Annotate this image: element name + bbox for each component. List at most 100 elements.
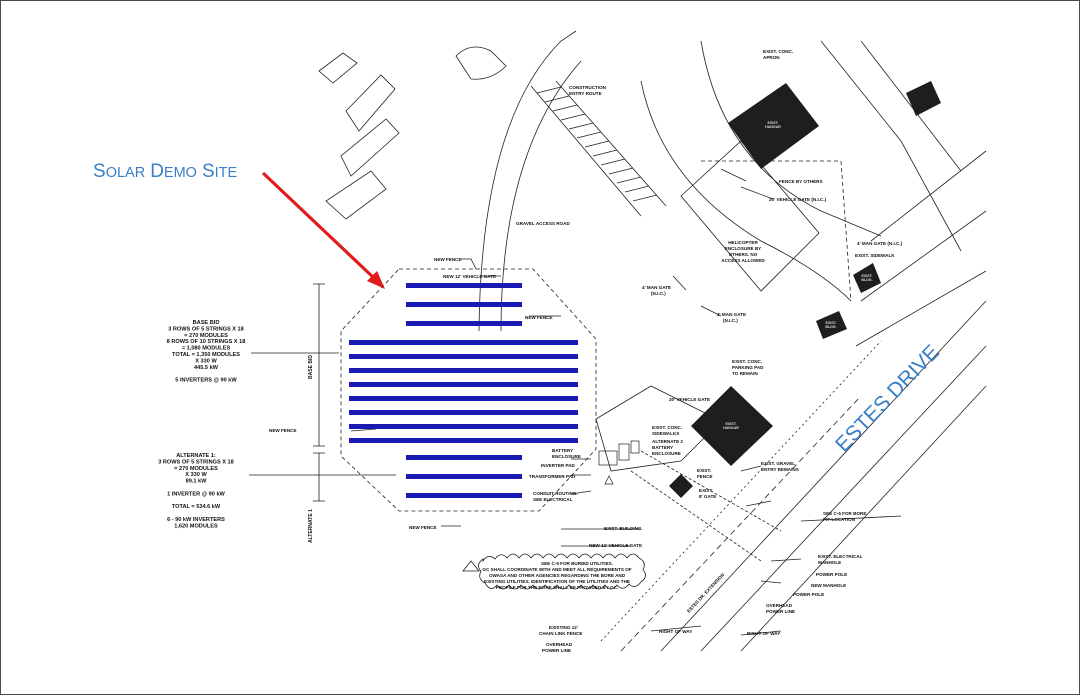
exist-bldg-a xyxy=(853,263,881,293)
dashed-fence xyxy=(701,160,852,302)
general-note-3: OWASA AND OTHER AGENCIES REGARDING THE B… xyxy=(489,573,626,578)
vehicle-gate-20-nic: 20' VEHICLE GATE (N.I.C.) xyxy=(769,197,827,202)
power-pole-b: POWER POLE xyxy=(793,592,824,597)
apron-edge xyxy=(700,40,882,237)
solar-array xyxy=(349,283,578,498)
exist-fence-2: FENCE xyxy=(697,474,713,479)
exist-parking-2: PARKING PAD xyxy=(732,365,764,370)
alt-battery-1: ALTERNATE 2 xyxy=(652,439,683,444)
parking-stalls xyxy=(536,86,658,202)
leaders xyxy=(740,465,902,584)
overhead-left-1: OVERHEAD xyxy=(546,642,573,647)
man-gate-nic-right: 4' MAN GATE (N.I.C.) xyxy=(857,241,903,246)
base-bid-line: = 1,080 MODULES xyxy=(182,346,231,352)
alternate-dimension xyxy=(313,452,325,502)
conduit-routing-1: CONDUIT ROUTING. xyxy=(533,491,578,496)
base-bid-line: BASE BID xyxy=(193,320,220,326)
array-fence xyxy=(340,268,597,512)
bldg-a-label-1: EXIST. xyxy=(862,274,873,278)
exist-manhole-1: EXIST. ELECTRICAL xyxy=(818,554,863,559)
man-gate-b-2: (N.I.C.) xyxy=(723,318,738,323)
leaders xyxy=(561,528,641,547)
solar-row-main xyxy=(349,340,578,345)
bldg-a-label-2: BLDG. xyxy=(861,278,872,282)
solar-row-alternate xyxy=(406,493,522,498)
alternate-line: ALTERNATE 1: xyxy=(176,453,216,459)
battery-enclosure-2: ENCLOSURE xyxy=(552,454,581,459)
new-fence-left: NEW FENCE xyxy=(269,428,297,433)
hangar-top-label-1: EXIST. xyxy=(768,121,779,125)
right-of-way-b: RIGHT OF WAY xyxy=(747,631,780,636)
overhead-left-2: POWER LINE xyxy=(542,648,571,653)
new-fence-top: NEW FENCE xyxy=(434,257,462,262)
solar-row-upper xyxy=(406,302,522,307)
exist-apron-2: APRON xyxy=(763,55,780,60)
exist-apron-1: EXIST. CONC. xyxy=(763,49,793,54)
leaders xyxy=(570,458,592,495)
exist-sidewalk-top: EXIST. SIDEWALK xyxy=(855,253,895,258)
power-pole-a: POWER POLE xyxy=(816,572,847,577)
arrow-shaft xyxy=(261,171,377,281)
solar-row-alternate xyxy=(406,474,522,479)
solar-row-alternate xyxy=(406,455,522,460)
base-bid-line: 3 ROWS OF 5 STRINGS X 18 xyxy=(168,326,244,332)
base-bid-line: = 270 MODULES xyxy=(184,333,228,339)
exist-gravel-1: EXIST. GRAVEL xyxy=(761,461,795,466)
chain-link-1: EXISTING 12' xyxy=(549,625,578,630)
pole-marker-icon xyxy=(604,475,614,485)
parcel-outline xyxy=(325,170,387,220)
bore-note-1: SEE C-5 FOR BORE xyxy=(823,511,866,516)
exist-gate-1: EXIST. xyxy=(699,488,713,493)
solar-row-main xyxy=(349,410,578,415)
exist-parking-1: EXIST. CONC. xyxy=(732,359,762,364)
exist-sidewalk-mid-1: EXIST. CONC. xyxy=(652,425,682,430)
leaders xyxy=(350,258,561,432)
road-edge xyxy=(660,300,987,652)
estes-drive-label: ESTES DRIVE xyxy=(831,341,944,457)
access-road-edge xyxy=(478,30,577,332)
right-of-way-a: RIGHT OF WAY xyxy=(659,629,692,634)
property-line xyxy=(855,150,987,347)
solar-row-main xyxy=(349,354,578,359)
conduit-route xyxy=(630,450,782,562)
vehicle-gate-20: 20' VEHICLE GATE xyxy=(669,397,710,402)
solar-row-main xyxy=(349,424,578,429)
conduit-routing-2: SEE ELECTRICAL xyxy=(533,497,573,502)
transformer-pad-label: TRANSFORMER PAD xyxy=(529,474,576,479)
battery-enclosure-1: BATTERY xyxy=(552,448,573,453)
tree-line-cloud xyxy=(478,553,646,590)
parcel-outline xyxy=(318,52,358,84)
general-note-2: GC SHALL COORDINATE WITH AND MEET ALL RE… xyxy=(482,567,631,572)
base-bid-line: X 330 W xyxy=(195,358,217,364)
overhead-right-2: POWER LINE xyxy=(766,609,795,614)
exist-hangar-top xyxy=(728,83,819,169)
alternate-side-label: ALTERNATE 1 xyxy=(308,509,314,543)
alternate-line: 1 INVERTER @ 90 kW xyxy=(167,491,225,497)
solar-row-main xyxy=(349,382,578,387)
man-gate-b-1: 4' MAN GATE xyxy=(717,312,746,317)
helicopter-4: ACCESS ALLOWED xyxy=(721,258,765,263)
boundary-line xyxy=(860,40,962,172)
solar-row-upper xyxy=(406,283,522,288)
vehicle-gate-top: NEW 12' VEHICLE GATE xyxy=(443,274,496,279)
helicopter-1: HELICOPTER xyxy=(728,240,758,245)
bore-note-2: PIT LOCATION xyxy=(823,517,856,522)
bldg-b-label-2: BLDG. xyxy=(825,325,836,329)
road-centerline xyxy=(620,395,862,652)
alternate-notes: ALTERNATE 1:3 ROWS OF 5 STRINGS X 18= 27… xyxy=(158,453,234,529)
general-note-4: EXISTING UTILITIES. IDENTIFICATION OF TH… xyxy=(484,579,630,584)
man-gate-a-1: 4' MAN GATE xyxy=(642,285,671,290)
road-centerline-label: ESTES DR. EXTENSION xyxy=(686,572,726,614)
solar-row-main xyxy=(349,368,578,373)
alternate-line: TOTAL = 534.6 kW xyxy=(172,504,221,510)
building-labels: EXIST. HANGAR EXIST. BLDG. EXIST. BLDG. … xyxy=(723,121,873,430)
site-label-s2: S xyxy=(202,161,215,182)
exist-gravel-2: ENTRY REMAINS xyxy=(761,467,799,472)
hangar-mid-label-2: HANGAR xyxy=(723,426,739,430)
alternate-line: 6 - 90 kW INVERTERS xyxy=(167,517,225,523)
vehicle-gate-12-bottom: NEW 12' VEHICLE GATE xyxy=(589,543,642,548)
exist-gate-2: 8' GATE xyxy=(699,494,716,499)
site-label-ite: ITE xyxy=(215,165,238,181)
